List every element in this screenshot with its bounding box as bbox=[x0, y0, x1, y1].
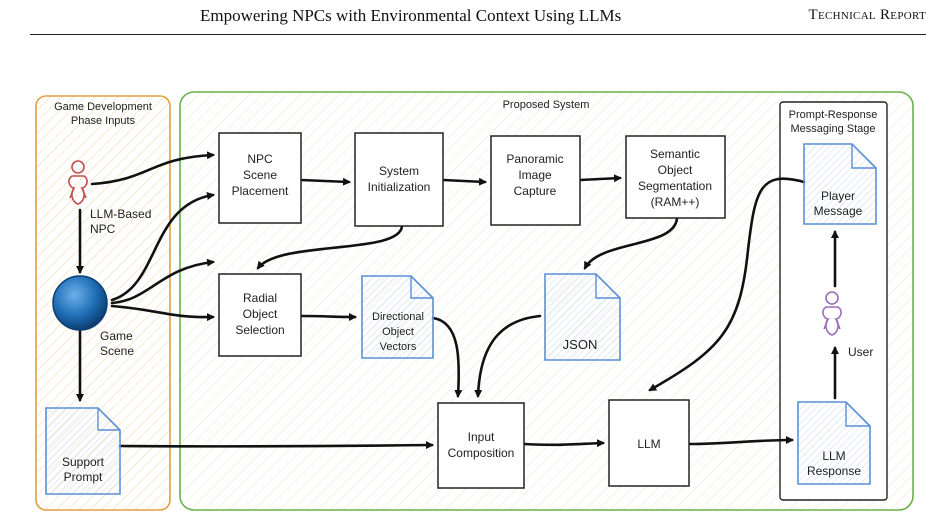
npc-label-line2: NPC bbox=[90, 222, 116, 236]
arrow-segmentation-to-json bbox=[583, 216, 679, 270]
arrow-vectors-to-composition bbox=[431, 316, 463, 398]
response-document-icon bbox=[797, 401, 871, 485]
scene-label-line1: Game bbox=[100, 329, 133, 343]
panoramic-capture-node: Panoramic Image Capture bbox=[490, 135, 581, 226]
user-figure-icon bbox=[822, 291, 842, 336]
radial-line3: Selection bbox=[235, 323, 284, 337]
response-line1: LLM bbox=[822, 449, 845, 463]
user-node: User bbox=[822, 291, 873, 359]
arrow-prompt-to-composition bbox=[118, 441, 434, 450]
inputs-title-line2: Phase Inputs bbox=[71, 115, 136, 127]
system-initialization-node: System Initialization bbox=[354, 132, 444, 227]
vectors-line2: Object bbox=[382, 326, 414, 338]
scene-sphere-icon bbox=[52, 275, 108, 331]
vectors-line3: Vectors bbox=[380, 341, 417, 353]
json-document-icon bbox=[544, 273, 621, 361]
init-line2: Initialization bbox=[368, 180, 431, 194]
arrow-json-to-composition bbox=[474, 314, 542, 398]
arrow-scene-to-placement bbox=[110, 191, 215, 302]
composition-line2: Composition bbox=[448, 446, 515, 460]
segmentation-line1: Semantic bbox=[650, 147, 700, 161]
player-message-node: Player Message bbox=[803, 143, 877, 225]
arrow-init-to-radial bbox=[256, 224, 404, 270]
llm-node: LLM bbox=[608, 399, 690, 487]
npc-scene-placement-node: NPC Scene Placement bbox=[218, 132, 302, 224]
arrow-capture-to-segmentation bbox=[578, 174, 622, 183]
arrow-message-to-llm bbox=[648, 177, 806, 392]
npc-label-line1: LLM-Based bbox=[90, 207, 151, 221]
vectors-document-icon bbox=[361, 275, 434, 359]
arrow-npc-to-placement bbox=[90, 151, 215, 186]
radial-line1: Radial bbox=[243, 291, 277, 305]
placement-line1: NPC bbox=[247, 152, 273, 166]
message-document-icon bbox=[803, 143, 877, 225]
segmentation-line3: Segmentation bbox=[638, 179, 712, 193]
message-line1: Player bbox=[821, 189, 855, 203]
init-line1: System bbox=[379, 164, 419, 178]
placement-line3: Placement bbox=[232, 184, 289, 198]
npc-figure-icon bbox=[68, 160, 88, 205]
report-label: Technical Report bbox=[808, 7, 926, 23]
support-prompt-node: Support Prompt bbox=[45, 407, 121, 495]
system-title: Proposed System bbox=[503, 99, 590, 111]
radial-selection-node: Radial Object Selection bbox=[218, 273, 302, 357]
messaging-title-line2: Messaging Stage bbox=[791, 123, 876, 135]
arrow-scene-to-radial bbox=[110, 258, 215, 305]
messaging-title-line1: Prompt-Response bbox=[789, 109, 878, 121]
scene-label-line2: Scene bbox=[100, 344, 134, 358]
capture-line2: Image bbox=[518, 168, 552, 182]
placement-line2: Scene bbox=[243, 168, 277, 182]
arrow-composition-to-llm bbox=[522, 439, 605, 448]
prompt-label-line1: Support bbox=[62, 455, 105, 469]
connectors bbox=[76, 151, 839, 450]
arrow-init-to-capture bbox=[441, 177, 487, 186]
llm-response-node: LLM Response bbox=[797, 401, 871, 485]
capture-line3: Capture bbox=[514, 184, 557, 198]
vectors-line1: Directional bbox=[372, 311, 424, 323]
arrow-llm-to-response bbox=[687, 436, 794, 446]
game-scene-node: Game Scene bbox=[52, 275, 134, 358]
header-rule bbox=[30, 34, 926, 35]
arrow-radial-to-vectors bbox=[299, 312, 357, 321]
prompt-label-line2: Prompt bbox=[64, 470, 103, 484]
inputs-title-line1: Game Development bbox=[54, 101, 152, 113]
capture-line1: Panoramic bbox=[506, 152, 563, 166]
composition-line1: Input bbox=[468, 430, 495, 444]
radial-line2: Object bbox=[243, 307, 278, 321]
llm-npc-node: LLM-Based NPC bbox=[68, 160, 151, 236]
page-title: Empowering NPCs with Environmental Conte… bbox=[200, 6, 622, 25]
llm-label: LLM bbox=[637, 437, 660, 451]
segmentation-line2: Object bbox=[658, 163, 693, 177]
input-composition-node: Input Composition bbox=[437, 402, 525, 489]
page-header: Empowering NPCs with Environmental Conte… bbox=[0, 0, 948, 40]
json-node: JSON bbox=[544, 273, 621, 361]
segmentation-line4: (RAM++) bbox=[651, 195, 700, 209]
arrow-scene-to-radial-2 bbox=[110, 304, 215, 322]
segmentation-node: Semantic Object Segmentation (RAM++) bbox=[625, 135, 726, 219]
json-label: JSON bbox=[563, 337, 598, 352]
message-line2: Message bbox=[814, 204, 863, 218]
user-label: User bbox=[848, 345, 873, 359]
response-line2: Response bbox=[807, 464, 861, 478]
arrow-placement-to-init bbox=[299, 177, 351, 186]
directional-vectors-node: Directional Object Vectors bbox=[361, 275, 434, 359]
